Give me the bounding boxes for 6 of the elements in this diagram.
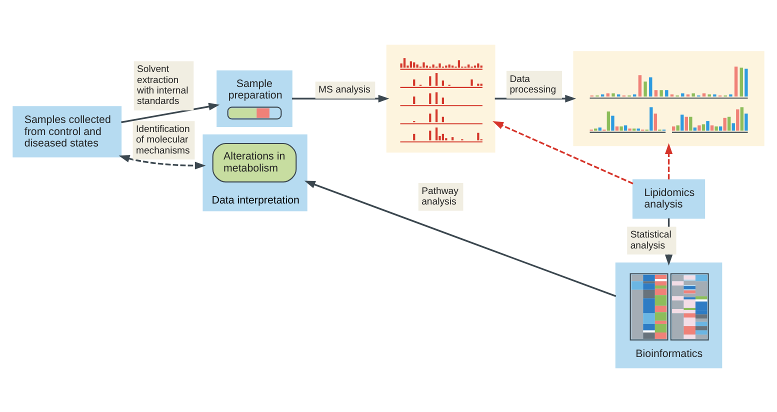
edge-label: Solvent extraction with internal standards: [137, 64, 188, 107]
edge-label: MS analysis: [318, 84, 370, 95]
edge-label: Identification of molecular mechanisms: [136, 123, 190, 156]
edge-label: Statistical analysis: [630, 229, 672, 251]
edge-label: Data processing: [510, 73, 556, 95]
edge-label: Pathway analysis: [422, 185, 458, 208]
